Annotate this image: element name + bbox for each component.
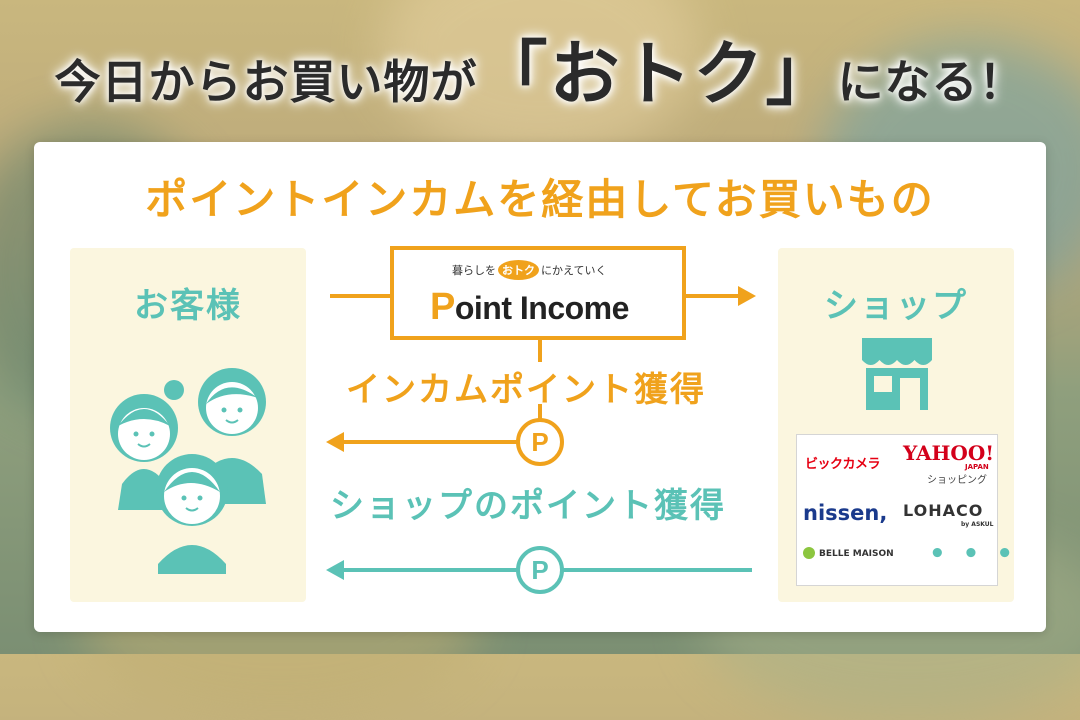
logo-rest: oint Income [454,290,630,326]
shop-icon [862,338,932,410]
tagline-highlight: おトク [498,260,539,280]
shop-label: ショップ [824,286,968,326]
point-income-tagline: 暮らしをおトクにかえていく [452,260,606,280]
income-points-label: インカムポイント獲得 [346,370,706,410]
arrow-right-icon [738,286,756,306]
brand-yahoo: YAHOO! [903,441,995,465]
brand-nissen: nissen, [803,501,888,525]
headline-part2: になる！ [837,55,1026,109]
shop-points-label: ショップのポイント獲得 [330,486,726,526]
headline-part1: 今日からお買い物が [54,55,478,109]
tagline-before: 暮らしを [452,264,496,277]
point-coin-icon [516,418,564,466]
arrow-left-icon [326,432,344,452]
customer-label: お客様 [134,286,242,326]
arrow-left-icon [326,560,344,580]
people-icon [110,368,266,574]
point-income-logo-box: 暮らしをおトクにかえていく Point Income [390,246,686,340]
flow-arrows: P P [326,286,756,594]
brand-yahoo-shopping: ショッピング [927,475,987,486]
point-coin-icon [516,546,564,594]
brand-belle-maison: BELLE MAISON [819,549,894,559]
shop-logos: ビックカメラ YAHOO! JAPAN ショッピング nissen, LOHAC… [796,434,1013,586]
brand-askul: by ASKUL [961,521,994,528]
shop-panel: ショップ ビックカメラ YAHOO! JAPAN ショッピング nissen, … [778,248,1014,602]
diagram-card: ポイントインカムを経由してお買いもの お客様 [34,142,1046,632]
customer-panel: お客様 [70,248,306,602]
point-income-logo: Point Income [430,286,629,329]
brand-biccamera: ビックカメラ [805,457,881,472]
diagram-title: ポイントインカムを経由してお買いもの [145,175,935,224]
point-coin-label-orange: P [531,427,548,457]
tagline-after: にかえていく [541,264,607,277]
brand-yahoo-japan: JAPAN [965,463,989,471]
more-brands: • • • [929,539,1017,569]
point-coin-label-teal: P [531,555,548,585]
logo-p: P [430,286,455,328]
brand-lohaco: LOHACO [903,501,984,520]
headline: 今日からお買い物が「おトク」になる！ [0,18,1080,119]
headline-emphasis: 「おトク」 [477,33,838,115]
belle-maison-icon [803,547,815,559]
